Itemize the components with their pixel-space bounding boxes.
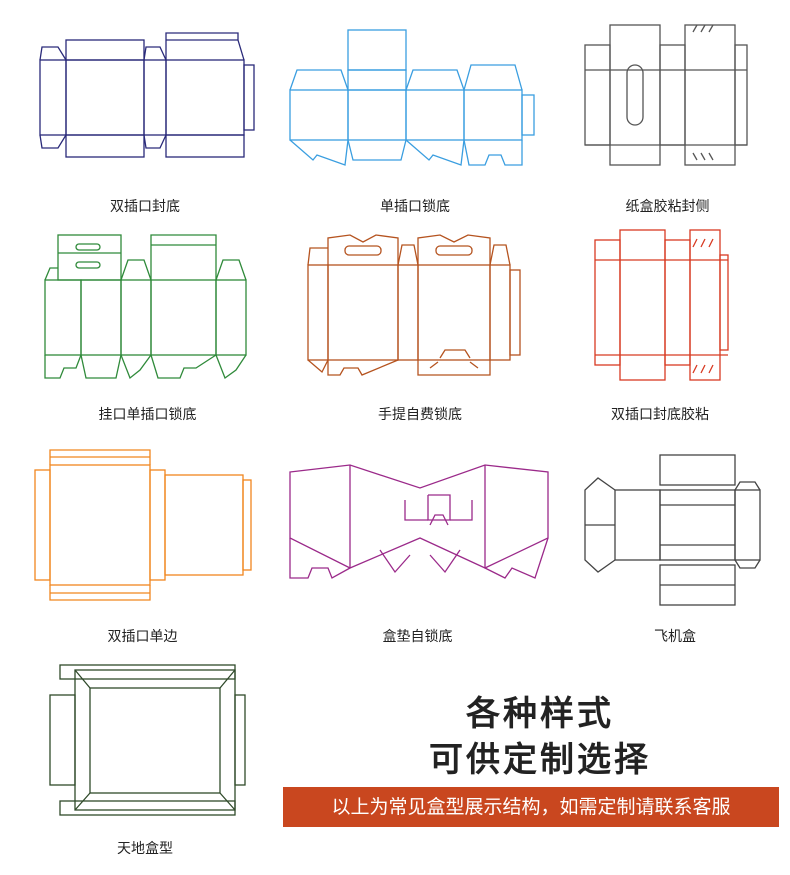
box-diagram-double-tuck-single-side (25, 445, 260, 605)
box-label: 纸盒胶粘封侧 (625, 199, 710, 215)
box-diagram-handle-lock-bottom (300, 230, 540, 385)
headline-line-2: 可供定制选择 (429, 740, 651, 780)
box-label: 双插口封底胶粘 (611, 407, 709, 423)
box-diagram-pad-self-lock-bottom (280, 460, 555, 590)
box-label: 盒垫自锁底 (382, 629, 453, 645)
box-diagram-double-tuck-glued (585, 225, 735, 385)
box-label: 天地盒型 (117, 841, 173, 857)
box-diagram-hang-tab-lock-bottom (40, 230, 255, 385)
box-label: 单插口锁底 (380, 199, 450, 215)
box-diagram-double-tuck-sealed-bottom (30, 25, 260, 175)
box-label: 挂口单插口锁底 (98, 407, 197, 423)
box-diagram-glued-side (580, 20, 755, 175)
box-diagram-mailer-box (580, 450, 770, 610)
box-diagram-single-tuck-lock-bottom (285, 25, 545, 180)
box-label: 手提自费锁底 (378, 407, 462, 423)
box-label: 双插口单边 (107, 629, 178, 645)
box-label: 飞机盒 (654, 629, 696, 645)
headline-line-1: 各种样式 (466, 694, 614, 734)
contact-banner: 以上为常见盒型展示结构，如需定制请联系客服 (283, 787, 779, 827)
box-diagram-lid-and-base-box (40, 660, 250, 820)
box-label: 双插口封底 (110, 199, 180, 215)
